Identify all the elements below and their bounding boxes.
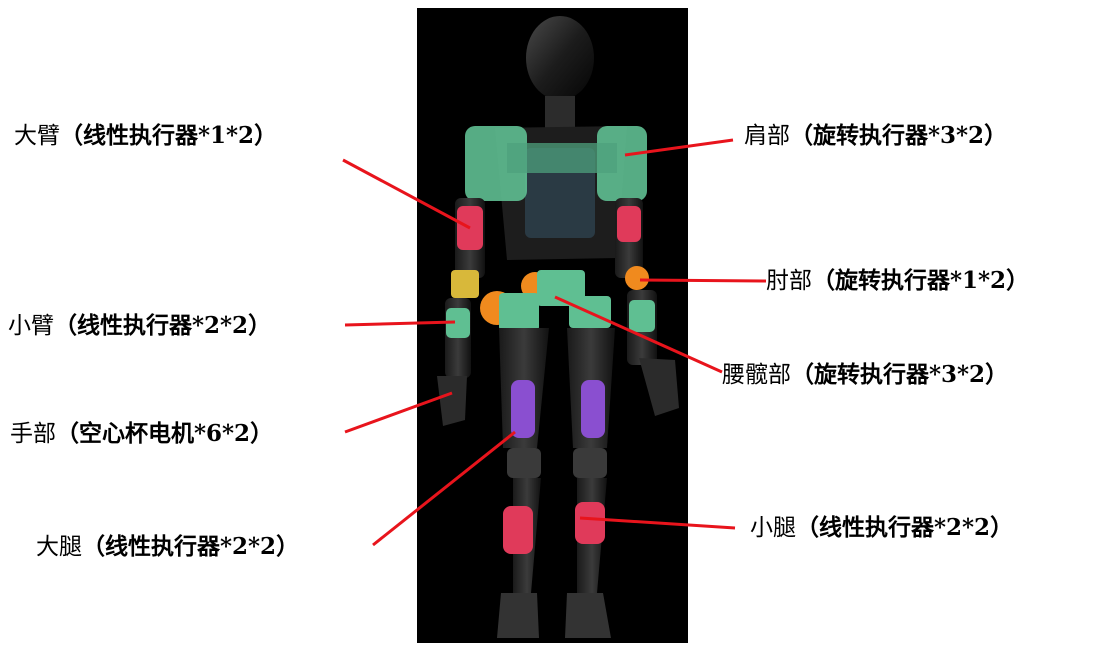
label-shank-name: 小腿 bbox=[750, 515, 796, 541]
leader-upper-arm bbox=[342, 158, 471, 230]
hip-left-block bbox=[499, 293, 539, 331]
elbow-left-actuator bbox=[451, 270, 479, 298]
label-upper-arm: 大臂（线性执行器*1*2） bbox=[14, 121, 277, 151]
robot-image bbox=[417, 8, 688, 643]
label-hand: 手部（空心杯电机*6*2） bbox=[10, 419, 273, 449]
foot-right bbox=[565, 593, 611, 638]
label-elbow-spec: （旋转执行器*1*2） bbox=[812, 267, 1030, 294]
robot-illustration bbox=[437, 16, 679, 638]
label-forearm: 小臂（线性执行器*2*2） bbox=[8, 311, 271, 341]
robot-head bbox=[526, 16, 594, 100]
label-waist-hip: 腰髋部（旋转执行器*3*2） bbox=[722, 360, 1008, 390]
label-elbow-name: 肘部 bbox=[766, 268, 812, 294]
label-forearm-name: 小臂 bbox=[8, 313, 54, 339]
thigh-left-actuator bbox=[511, 380, 535, 438]
label-upper-arm-name: 大臂 bbox=[14, 123, 60, 149]
forearm-left-actuator bbox=[446, 308, 470, 338]
leader-forearm bbox=[344, 320, 456, 327]
label-elbow: 肘部（旋转执行器*1*2） bbox=[766, 266, 1029, 296]
elbow-right-actuator bbox=[625, 266, 649, 290]
label-shank: 小腿（线性执行器*2*2） bbox=[750, 513, 1013, 543]
upper-arm-right-actuator bbox=[617, 206, 641, 242]
label-hand-spec: （空心杯电机*6*2） bbox=[56, 420, 274, 447]
label-shank-spec: （线性执行器*2*2） bbox=[796, 514, 1014, 541]
thigh-right-actuator bbox=[581, 380, 605, 438]
label-shoulder-name: 肩部 bbox=[744, 123, 790, 149]
hand-right bbox=[639, 358, 679, 416]
shank-right-actuator bbox=[575, 502, 605, 544]
label-waist-hip-name: 腰髋部 bbox=[722, 362, 791, 388]
label-hand-name: 手部 bbox=[10, 421, 56, 447]
knee-right bbox=[573, 448, 607, 478]
label-forearm-spec: （线性执行器*2*2） bbox=[54, 312, 272, 339]
label-thigh-name: 大腿 bbox=[36, 534, 82, 560]
leader-waist-hip bbox=[554, 295, 723, 374]
label-thigh-spec: （线性执行器*2*2） bbox=[82, 533, 300, 560]
upper-torso-block bbox=[507, 143, 617, 173]
label-thigh: 大腿（线性执行器*2*2） bbox=[36, 532, 299, 562]
leader-elbow bbox=[639, 278, 767, 283]
knee-left bbox=[507, 448, 541, 478]
label-shoulder-spec: （旋转执行器*3*2） bbox=[790, 122, 1008, 149]
forearm-right-actuator bbox=[629, 300, 655, 332]
foot-left bbox=[497, 593, 539, 638]
leader-thigh bbox=[372, 430, 516, 547]
label-waist-hip-spec: （旋转执行器*3*2） bbox=[791, 361, 1009, 388]
hand-left bbox=[437, 376, 467, 426]
leader-shoulder bbox=[624, 138, 734, 157]
label-upper-arm-spec: （线性执行器*1*2） bbox=[60, 122, 278, 149]
label-shoulder: 肩部（旋转执行器*3*2） bbox=[744, 121, 1007, 151]
shank-left-actuator bbox=[503, 506, 533, 554]
leader-shank bbox=[579, 516, 736, 530]
leader-hand bbox=[344, 391, 453, 434]
